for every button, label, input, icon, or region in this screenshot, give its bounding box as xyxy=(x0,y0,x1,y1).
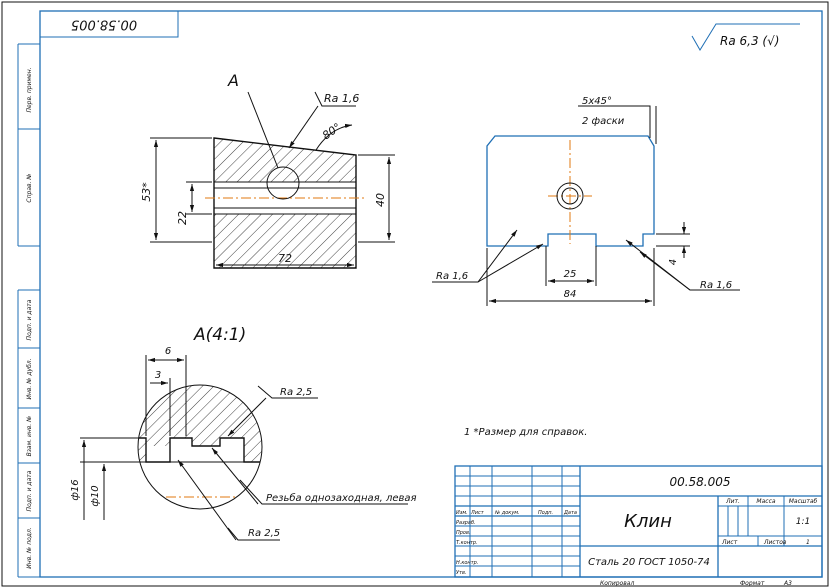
hdr-list: Лист xyxy=(470,510,485,516)
role-utv: Утв. xyxy=(456,570,467,576)
main-angle: 80° xyxy=(320,120,343,142)
inner-frame xyxy=(39,10,823,578)
sheet-label: Лист xyxy=(721,539,738,546)
title-block xyxy=(454,465,823,578)
thread-note: Резьба однозаходная, левая xyxy=(266,492,417,504)
main-roughness: Ra 1,6 xyxy=(324,92,359,105)
general-roughness-text: Ra 6,3 (√) xyxy=(720,34,779,48)
hdr-sign: Подп. xyxy=(538,510,553,516)
hdr-date: Дата xyxy=(563,510,577,516)
side-label-1: Перв. примен. xyxy=(26,67,33,112)
side-label-6: Подп. и дата xyxy=(26,470,33,511)
general-roughness: Ra 6,3 (√) xyxy=(691,23,800,51)
main-view xyxy=(150,91,395,269)
chamfer-note: 2 фаски xyxy=(582,116,625,127)
detail-roughness-bottom: Ra 2,5 xyxy=(248,528,280,539)
dim-3: 3 xyxy=(155,370,161,381)
role-nkontr: Н.контр. xyxy=(456,560,478,566)
dim-22: 22 xyxy=(176,211,189,225)
side-roughness-left: Ra 1,6 xyxy=(436,271,468,282)
hdr-izm: Изм. xyxy=(456,510,468,516)
dim-25: 25 xyxy=(564,269,577,280)
hdr-doc: № докум. xyxy=(494,510,520,516)
side-view xyxy=(432,105,740,306)
detail-view xyxy=(80,355,408,541)
dim-d10: ф10 xyxy=(90,485,101,506)
dim-6: 6 xyxy=(165,346,171,357)
side-label-4: Инв. № дубл. xyxy=(26,358,33,399)
dim-72: 72 xyxy=(278,252,292,265)
copied-label: Копировал xyxy=(600,580,634,587)
side-label-5: Взам. инв. № xyxy=(26,416,33,457)
col-mass: Масса xyxy=(756,498,775,505)
format-value: A3 xyxy=(783,580,792,587)
title-part-name: Клин xyxy=(624,511,672,532)
scale-value: 1:1 xyxy=(796,517,810,527)
col-scale: Масштаб xyxy=(789,498,818,505)
section-label-a: A xyxy=(227,71,239,90)
dim-4: 4 xyxy=(668,259,679,265)
dim-53: 53* xyxy=(140,182,153,202)
dim-d16: ф16 xyxy=(70,479,81,500)
side-label-7: Инв. № подл. xyxy=(26,527,33,568)
sheets-label: Листов xyxy=(763,539,787,546)
sheets-count: 1 xyxy=(806,539,810,546)
dim-40: 40 xyxy=(374,193,387,207)
side-roughness-right: Ra 1,6 xyxy=(700,280,732,291)
role-tkontr: Т.контр. xyxy=(456,540,478,546)
role-prov: Пров. xyxy=(456,530,471,536)
side-label-2: Справ. № xyxy=(26,173,33,202)
chamfer-size: 5x45° xyxy=(582,96,612,107)
stamp-text: 00.58.005 xyxy=(71,17,137,32)
role-razrab: Разраб. xyxy=(456,520,476,526)
side-label-3: Подп. и дата xyxy=(26,299,33,340)
detail-title: A(4:1) xyxy=(193,325,246,345)
col-lit: Лит. xyxy=(725,498,740,505)
title-designation: 00.58.005 xyxy=(669,475,730,489)
detail-roughness-top: Ra 2,5 xyxy=(280,387,312,398)
side-column xyxy=(17,43,40,578)
dim-84: 84 xyxy=(564,289,577,300)
stamp-box xyxy=(39,10,179,38)
format-label: Формат xyxy=(740,580,765,587)
title-material: Сталь 20 ГОСТ 1050-74 xyxy=(588,557,710,568)
reference-note: 1 *Размер для справок. xyxy=(464,427,587,438)
